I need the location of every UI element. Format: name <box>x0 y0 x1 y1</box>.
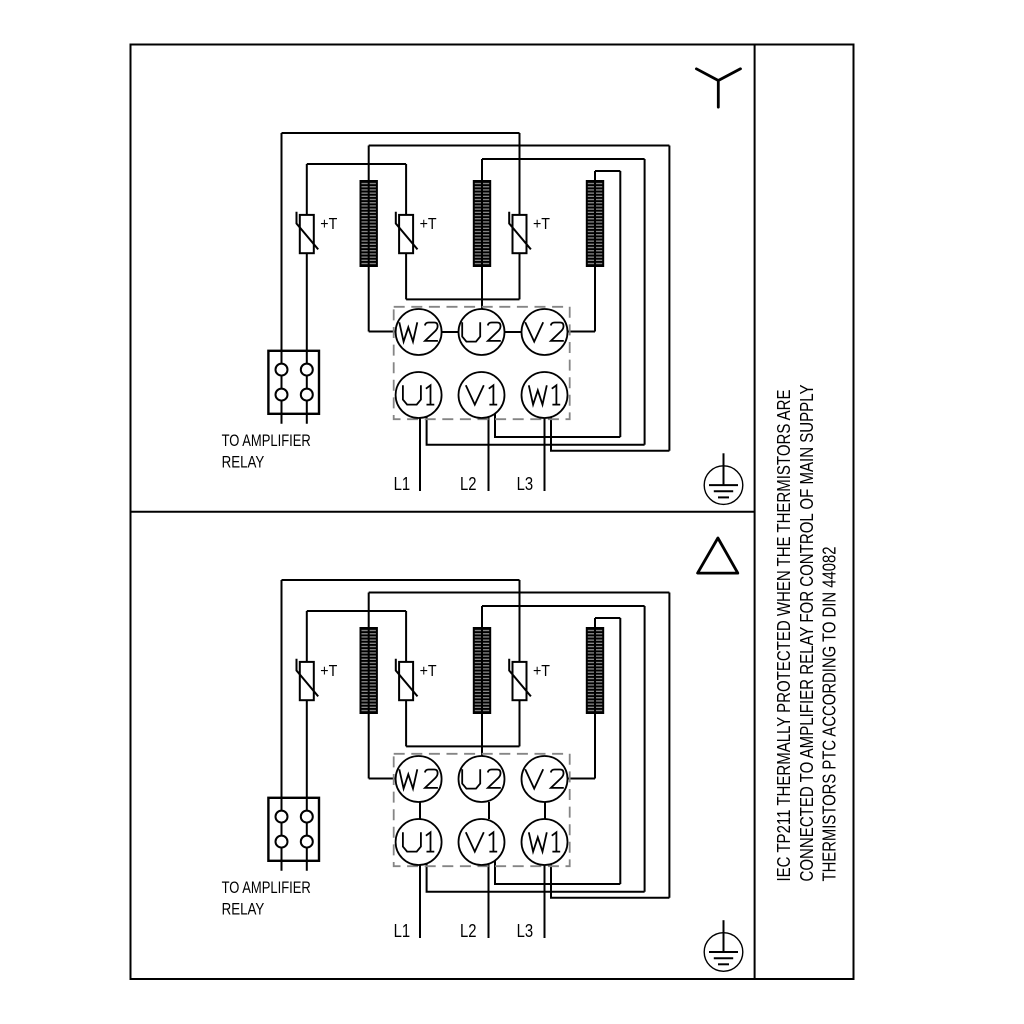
svg-text:THERMISTORS PTC ACCORDING TO D: THERMISTORS PTC ACCORDING TO DIN 44082 <box>820 547 840 882</box>
svg-text:CONNECTED TO AMPLIFIER RELAY F: CONNECTED TO AMPLIFIER RELAY FOR CONTROL… <box>797 385 817 882</box>
svg-text:IEC TP211 THERMALLY PROTECTED: IEC TP211 THERMALLY PROTECTED WHEN THE T… <box>774 390 794 882</box>
